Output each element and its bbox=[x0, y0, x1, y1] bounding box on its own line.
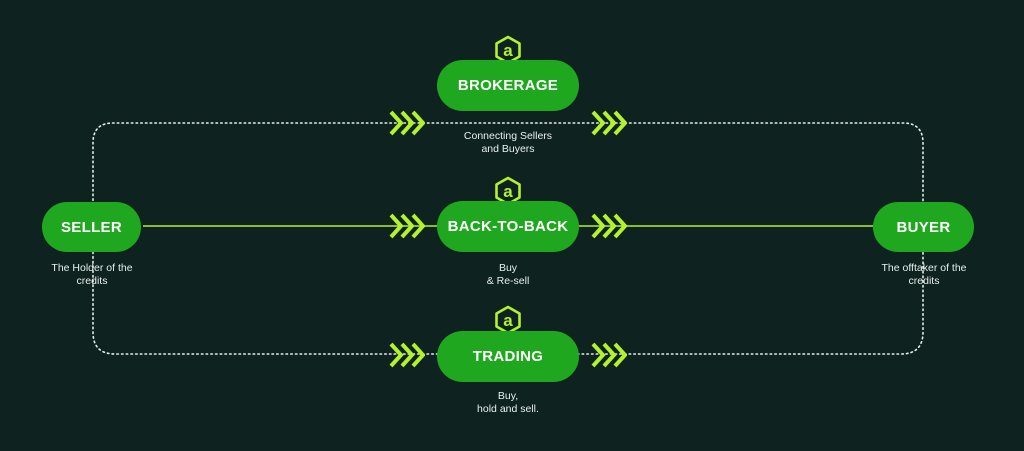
svg-text:a: a bbox=[503, 311, 513, 330]
brokerage-logo-icon: a bbox=[495, 35, 521, 65]
svg-text:a: a bbox=[503, 41, 513, 60]
trading-caption-line-1: Buy, bbox=[497, 390, 519, 402]
buyer-caption-line-1: The offtaker of the bbox=[881, 262, 967, 274]
brokerage-caption-line-2: and Buyers bbox=[481, 143, 535, 155]
back-to-back-node: BACK-TO-BACK bbox=[437, 201, 579, 252]
back-to-back-logo-icon: a bbox=[495, 176, 521, 206]
trading-out-chevrons-icon bbox=[591, 342, 627, 368]
trading-caption: Buy, hold and sell. bbox=[438, 390, 578, 416]
brokerage-route-line bbox=[92, 122, 924, 206]
svg-text:a: a bbox=[503, 182, 513, 201]
back-to-back-caption-line-2: & Re-sell bbox=[486, 275, 530, 287]
brokerage-caption: Connecting Sellers and Buyers bbox=[438, 130, 578, 156]
seller-node: SELLER bbox=[42, 202, 141, 252]
buyer-caption: The offtaker of the credits bbox=[854, 262, 994, 288]
trading-caption-line-2: hold and sell. bbox=[477, 403, 539, 415]
seller-caption-line-1: The Holder of the bbox=[51, 262, 133, 274]
brokerage-caption-line-1: Connecting Sellers bbox=[463, 130, 553, 142]
brokerage-node: BROKERAGE bbox=[437, 60, 579, 111]
back-to-back-caption: Buy & Re-sell bbox=[438, 262, 578, 288]
seller-caption-line-2: credits bbox=[76, 275, 108, 287]
buyer-node: BUYER bbox=[873, 202, 974, 252]
seller-caption: The Holder of the credits bbox=[22, 262, 162, 288]
buyer-caption-line-2: credits bbox=[908, 275, 940, 287]
trading-logo-icon: a bbox=[495, 305, 521, 335]
trading-in-chevrons-icon bbox=[389, 342, 425, 368]
trading-node: TRADING bbox=[437, 331, 579, 382]
back-to-back-caption-line-1: Buy bbox=[498, 262, 518, 274]
